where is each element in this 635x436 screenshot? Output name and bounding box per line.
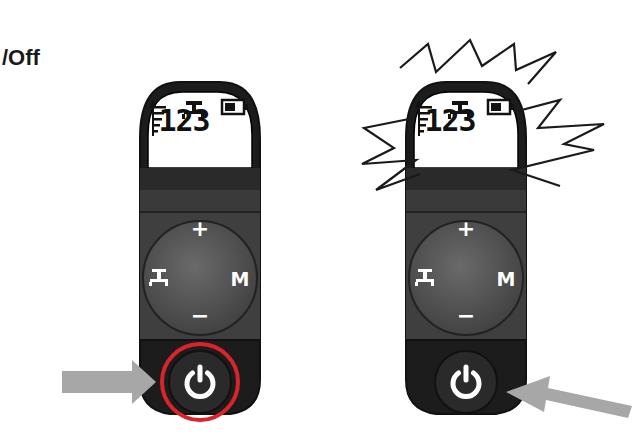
display-number: 123 — [424, 106, 475, 136]
plus-key: + — [191, 218, 209, 240]
mode-key: M — [231, 270, 250, 289]
minus-key: − — [191, 305, 209, 327]
plus-key: + — [457, 218, 475, 240]
display-number: 123 — [158, 106, 209, 136]
minus-key: − — [457, 305, 475, 327]
title: /Off — [2, 47, 40, 69]
mode-key: M — [497, 270, 516, 289]
